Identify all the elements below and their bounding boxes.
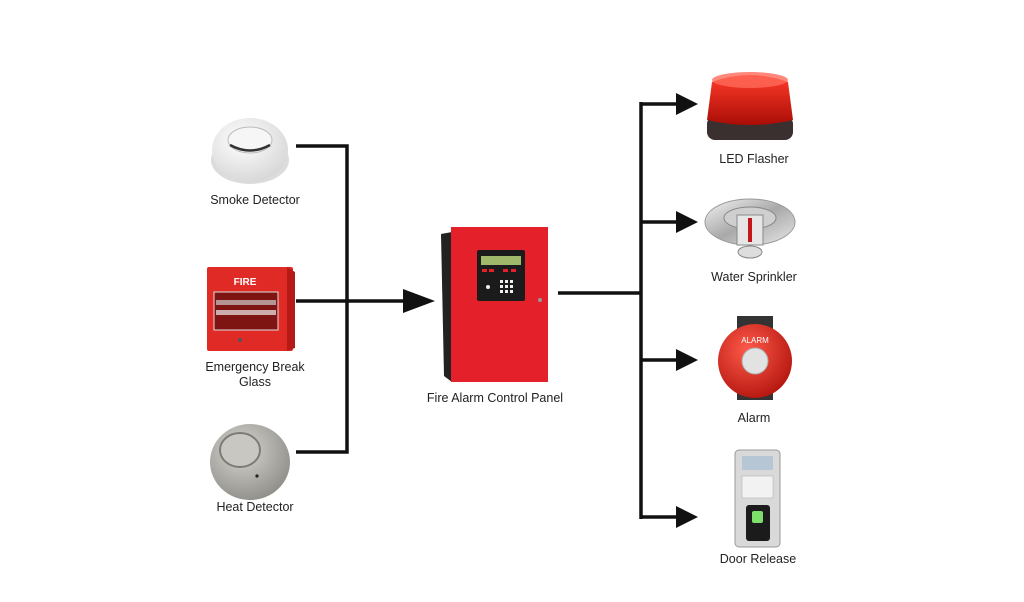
arrow-led-icon (676, 93, 698, 115)
control-panel-icon (441, 227, 548, 382)
control-panel-label: Fire Alarm Control Panel (427, 391, 563, 405)
alarm-bell-icon: ALARM (718, 316, 792, 400)
heat-detector-label: Heat Detector (216, 500, 293, 514)
output-wiring (558, 93, 698, 528)
smoke-detector-icon (211, 118, 289, 184)
heat-detector-icon (210, 424, 290, 500)
led-flasher-label: LED Flasher (719, 152, 788, 166)
led-flasher-icon (707, 72, 793, 140)
arrow-sprinkler-icon (676, 211, 698, 233)
smoke-detector-label: Smoke Detector (210, 193, 300, 207)
fire-sign-text: FIRE (234, 277, 257, 288)
door-release-icon (734, 449, 781, 548)
input-wiring (296, 144, 435, 454)
door-release-label: Door Release (720, 552, 796, 566)
break-glass-icon: FIRE (207, 267, 295, 351)
arrow-to-panel-icon (403, 289, 435, 313)
break-glass-label-line2: Glass (239, 375, 271, 389)
water-sprinkler-label: Water Sprinkler (711, 270, 797, 284)
arrow-door-icon (676, 506, 698, 528)
alarm-label: Alarm (738, 411, 771, 425)
arrow-alarm-icon (676, 349, 698, 371)
alarm-bell-text: ALARM (741, 336, 769, 345)
water-sprinkler-icon (704, 198, 796, 259)
break-glass-label-line1: Emergency Break (205, 360, 305, 374)
wire-smoke (296, 144, 349, 454)
